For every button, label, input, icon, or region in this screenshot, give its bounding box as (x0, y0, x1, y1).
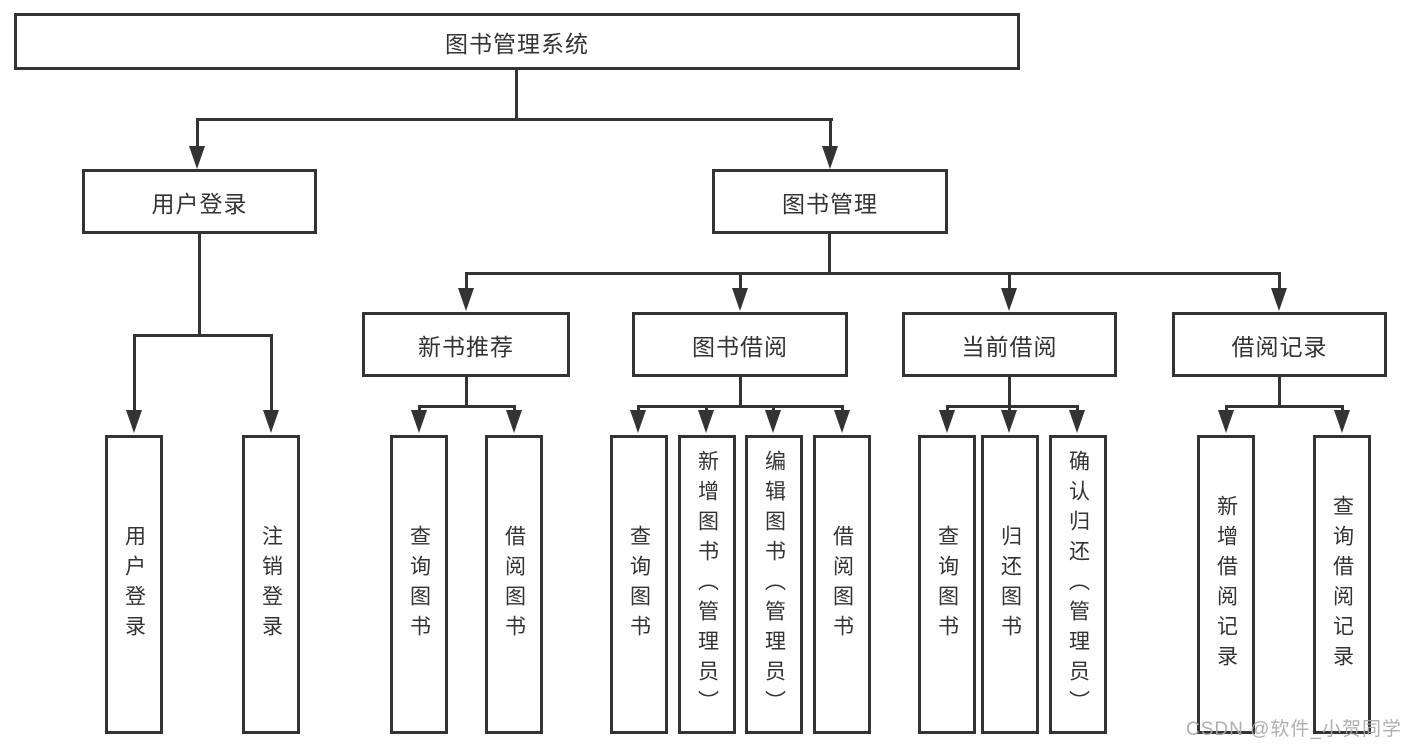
node-label: 查询图书 (627, 524, 651, 645)
connector-stem (1225, 405, 1228, 413)
node-book-management: 图书管理 (712, 169, 948, 234)
node-label: 图书管理系统 (445, 30, 589, 57)
connector-stem (739, 377, 742, 408)
leaf-user-login: 用户登录 (105, 435, 163, 734)
leaf-query-books-recommend: 查询图书 (390, 435, 448, 734)
down-arrowhead (834, 410, 850, 433)
node-label: 注销登录 (259, 524, 283, 645)
down-arrowhead (263, 410, 279, 433)
node-label: 当前借阅 (961, 333, 1058, 360)
connector-stem (465, 377, 468, 408)
node-label: 确认归还（管理员） (1066, 449, 1090, 720)
connector-level3-bar (465, 272, 1281, 275)
connector-stem (739, 272, 742, 290)
connector-stem (1008, 377, 1011, 408)
connector-stem (198, 234, 201, 336)
connector-stem (841, 405, 844, 413)
node-label: 用户登录 (151, 190, 248, 217)
down-arrowhead (630, 410, 646, 433)
node-label: 借阅图书 (830, 524, 854, 645)
node-label: 图书借阅 (692, 333, 788, 360)
down-arrowhead (939, 410, 955, 433)
down-arrowhead (1069, 410, 1085, 433)
csdn-watermark: CSDN @软件_小贺同学 (1186, 719, 1402, 740)
node-current-borrowing: 当前借阅 (902, 312, 1117, 377)
down-arrowhead (822, 146, 838, 169)
leaf-query-books-borrowing: 查询图书 (610, 435, 668, 734)
connector-stem (513, 405, 516, 413)
node-label: 新书推荐 (418, 333, 514, 360)
down-arrowhead (1271, 288, 1287, 311)
connector-stem (772, 405, 775, 413)
leaf-borrow-books-borrowing: 借阅图书 (813, 435, 871, 734)
connector-bar (133, 334, 273, 337)
node-label: 图书管理 (782, 190, 878, 217)
down-arrowhead (1218, 410, 1234, 433)
node-label: 查询图书 (407, 524, 431, 645)
down-arrowhead (732, 288, 748, 311)
connector-stem (829, 118, 832, 146)
leaf-borrow-books-recommend: 借阅图书 (485, 435, 543, 734)
node-label: 归还图书 (998, 524, 1022, 645)
down-arrowhead (1001, 410, 1017, 433)
connector-stem (1278, 377, 1281, 408)
node-label: 编辑图书（管理员） (762, 449, 786, 720)
node-label: 新增图书（管理员） (695, 449, 719, 720)
node-label: 查询借阅记录 (1330, 494, 1354, 675)
connector-root-stem (515, 70, 518, 120)
node-label: 查询图书 (935, 524, 959, 645)
connector-stem (705, 405, 708, 413)
down-arrowhead (189, 146, 205, 169)
node-label: 借阅记录 (1231, 333, 1328, 360)
connector-stem (1008, 272, 1011, 290)
node-label: 用户登录 (122, 524, 146, 645)
connector-bar (637, 405, 844, 408)
down-arrowhead (458, 288, 474, 311)
leaf-add-book-admin: 新增图书（管理员） (678, 435, 736, 734)
down-arrowhead (1001, 288, 1017, 311)
connector-level2-bar (196, 118, 833, 121)
leaf-edit-book-admin: 编辑图书（管理员） (745, 435, 803, 734)
leaf-return-book: 归还图书 (981, 435, 1039, 734)
down-arrowhead (411, 410, 427, 433)
connector-bar (1225, 405, 1344, 408)
connector-stem (1076, 405, 1079, 413)
connector-stem (637, 405, 640, 413)
node-new-book-recommend: 新书推荐 (362, 312, 570, 377)
node-label: 新增借阅记录 (1214, 494, 1238, 675)
node-user-login: 用户登录 (82, 169, 317, 234)
connector-stem (1341, 405, 1344, 413)
connector-stem (1008, 405, 1011, 413)
connector-stem (828, 234, 831, 274)
leaf-add-borrow-record: 新增借阅记录 (1197, 435, 1255, 734)
node-label: 借阅图书 (502, 524, 526, 645)
leaf-logout: 注销登录 (242, 435, 300, 734)
connector-stem (1278, 272, 1281, 290)
connector-stem (133, 334, 136, 411)
connector-stem (418, 405, 421, 413)
leaf-confirm-return-admin: 确认归还（管理员） (1049, 435, 1107, 734)
down-arrowhead (1334, 410, 1350, 433)
connector-stem (196, 118, 199, 146)
leaf-query-borrow-record: 查询借阅记录 (1313, 435, 1371, 734)
node-root: 图书管理系统 (14, 13, 1020, 70)
down-arrowhead (765, 410, 781, 433)
node-book-borrowing: 图书借阅 (632, 312, 848, 377)
node-borrowing-records: 借阅记录 (1172, 312, 1387, 377)
connector-stem (946, 405, 949, 413)
down-arrowhead (698, 410, 714, 433)
connector-stem (465, 272, 468, 290)
down-arrowhead (126, 410, 142, 433)
connector-stem (270, 334, 273, 411)
down-arrowhead (506, 410, 522, 433)
connector-bar (946, 405, 1079, 408)
leaf-query-books-current: 查询图书 (918, 435, 976, 734)
connector-bar (418, 405, 516, 408)
